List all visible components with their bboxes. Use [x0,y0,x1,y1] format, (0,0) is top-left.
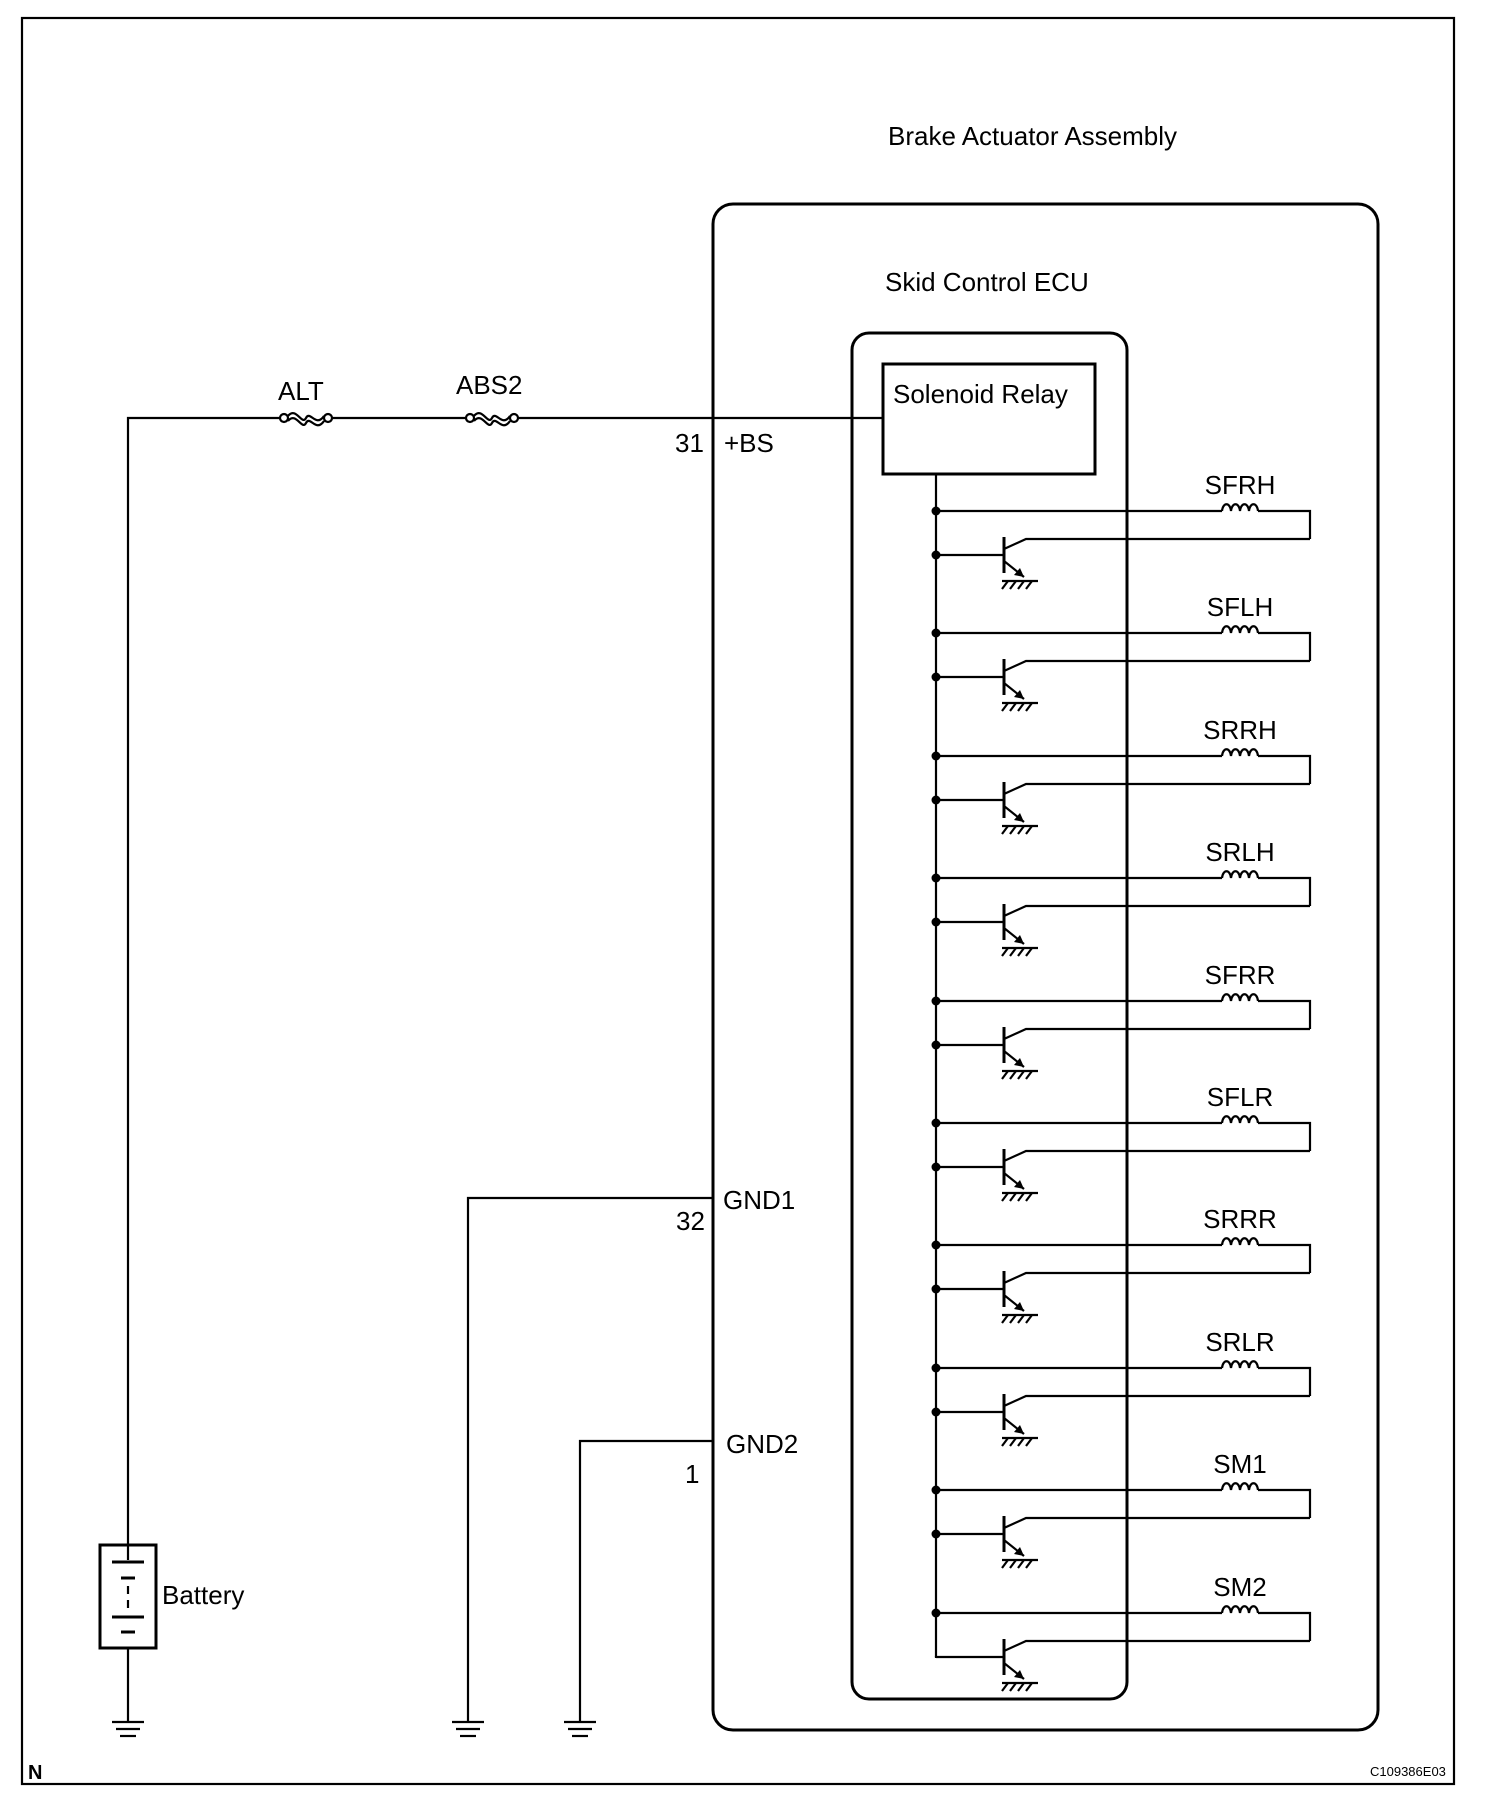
bs-pin: 31 [675,428,704,458]
driver-transistor-icon [936,1027,1038,1080]
solenoid-coil-icon [1220,625,1260,634]
abs2-fuse-label: ABS2 [456,370,523,400]
solenoid-label-srrh: SRRH [1203,715,1277,745]
solenoid-channel-sm1: SM1 [931,1449,1312,1569]
outer-frame [20,16,1456,1786]
gnd1-wire [466,1196,713,1722]
skid-control-ecu-box [850,331,1129,1701]
solenoid-coil-icon [1220,1237,1260,1246]
battery-label: Battery [162,1580,244,1610]
ground-icon-gnd1 [452,1720,484,1738]
gnd1-pin: 32 [676,1206,705,1236]
alt-fuse-icon [278,412,334,427]
solenoid-channel-sfrh: SFRH [931,470,1312,590]
solenoid-channel-sflr: SFLR [931,1082,1312,1202]
bs-terminal-name: +BS [724,428,774,458]
alt-fuse-label: ALT [278,376,324,406]
gnd2-wire [578,1439,713,1722]
ground-icon-battery [112,1720,144,1738]
solenoid-label-sm2: SM2 [1213,1572,1266,1602]
brake-actuator-box [711,202,1380,1732]
ground-icon-gnd2 [564,1720,596,1738]
driver-transistor-icon [936,1271,1038,1324]
solenoid-channel-sflh: SFLH [931,592,1312,712]
solenoid-coil-icon [1220,1360,1260,1369]
gnd1-terminal-name: GND1 [723,1185,795,1215]
figure-code: C109386E03 [1370,1764,1446,1779]
solenoid-channel-srlh: SRLH [931,837,1312,957]
ecu-title: Skid Control ECU [885,267,1089,297]
solenoid-coil-icon [1220,993,1260,1002]
solenoid-channel-sm2: SM2 [931,1572,1312,1692]
solenoid-channel-srrh: SRRH [931,715,1312,835]
solenoid-label-sfrr: SFRR [1205,960,1276,990]
supply-wire [126,416,280,1545]
solenoid-coil-icon [1220,1482,1260,1491]
assembly-title: Brake Actuator Assembly [888,121,1177,151]
corner-letter: N [28,1762,42,1784]
solenoid-channel-srlr: SRLR [931,1327,1312,1447]
driver-transistor-icon [936,904,1038,957]
solenoid-channel-srrr: SRRR [931,1204,1312,1324]
solenoid-label-sflr: SFLR [1207,1082,1273,1112]
gnd2-pin: 1 [685,1459,699,1489]
solenoid-label-sm1: SM1 [1213,1449,1266,1479]
solenoid-coil-icon [1220,503,1260,512]
solenoid-label-srlr: SRLR [1205,1327,1274,1357]
driver-transistor-icon [936,1639,1038,1692]
battery-icon [98,1543,158,1722]
driver-transistor-icon [936,1149,1038,1202]
solenoid-label-sflh: SFLH [1207,592,1273,622]
solenoid-channel-sfrr: SFRR [931,960,1312,1080]
solenoid-coil-icon [1220,1605,1260,1614]
abs2-fuse-icon [464,412,520,427]
driver-transistor-icon [936,659,1038,712]
solenoid-coil-icon [1220,870,1260,879]
driver-transistor-icon [936,1394,1038,1447]
driver-transistor-icon [936,782,1038,835]
driver-transistor-icon [936,1516,1038,1569]
solenoid-coil-icon [1220,748,1260,757]
solenoid-label-srlh: SRLH [1205,837,1274,867]
gnd2-terminal-name: GND2 [726,1429,798,1459]
solenoid-label-sfrh: SFRH [1205,470,1276,500]
solenoid-coil-icon [1220,1115,1260,1124]
solenoid-label-srrr: SRRR [1203,1204,1277,1234]
driver-transistor-icon [936,537,1038,590]
solenoid-relay-label: Solenoid Relay [893,379,1068,409]
